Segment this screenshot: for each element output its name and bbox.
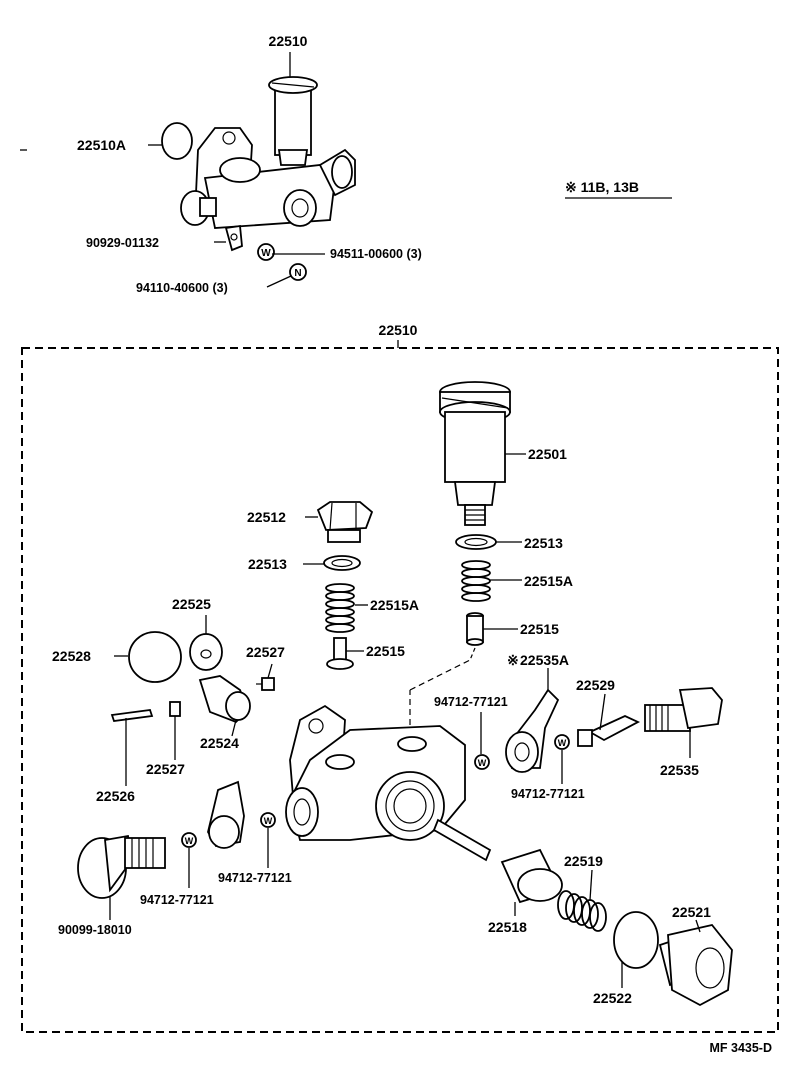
label-22515-right: 22515 [520,621,559,637]
label-90099-18010: 90099-18010 [58,923,132,937]
exploded-parts: W W W W [77,381,733,1007]
label-top-pump: 22510 [269,33,308,49]
label-94712-left-b: 94712-77121 [140,893,214,907]
exploded-labels: 22501 22512 22513 22513 22515A 22515A 22… [52,446,711,1006]
label-22528: 22528 [52,648,91,664]
label-22535A-mark: ※ [507,652,519,668]
label-22515A-right: 22515A [524,573,573,589]
label-22515A-left: 22515A [370,597,419,613]
label-22513-left: 22513 [248,556,287,572]
label-22527-top: 22527 [246,644,285,660]
figure-code: MF 3435-D [709,1041,772,1055]
label-22512: 22512 [247,509,286,525]
washer-marker-union-bottom: W [558,738,567,748]
label-22501: 22501 [528,446,567,462]
label-22535: 22535 [660,762,699,778]
label-22529: 22529 [576,677,615,693]
label-22515-left: 22515 [366,643,405,659]
label-22519: 22519 [564,853,603,869]
label-22522: 22522 [593,990,632,1006]
washer-marker-left-b: W [185,836,194,846]
label-22535A: 22535A [520,652,569,668]
top-pump-assembly: W N [161,76,356,281]
applicability-note: ※ 11B, 13B [565,179,639,195]
label-22513-right: 22513 [524,535,563,551]
label-22525: 22525 [172,596,211,612]
label-94712-union-bottom: 94712-77121 [511,787,585,801]
leader-lines [109,453,701,988]
exploded-frame [21,347,779,1033]
washer-marker: W [261,248,271,259]
label-22521: 22521 [672,904,711,920]
label-washer: 94511-00600 (3) [330,247,422,261]
label-94712-union-top: 94712-77121 [434,695,508,709]
label-22518: 22518 [488,919,527,935]
label-22527-bottom: 22527 [146,761,185,777]
label-22524: 22524 [200,735,239,751]
nut-marker: N [294,268,301,279]
washer-marker-union-top: W [478,758,487,768]
label-94712-left-a: 94712-77121 [218,871,292,885]
label-nut: 94110-40600 (3) [136,281,228,295]
label-top-gasket: 22510A [77,137,126,153]
label-bracket: 90929-01132 [86,236,159,250]
washer-marker-left-a: W [264,816,273,826]
label-exploded-assembly: 22510 [379,322,418,338]
label-22526: 22526 [96,788,135,804]
